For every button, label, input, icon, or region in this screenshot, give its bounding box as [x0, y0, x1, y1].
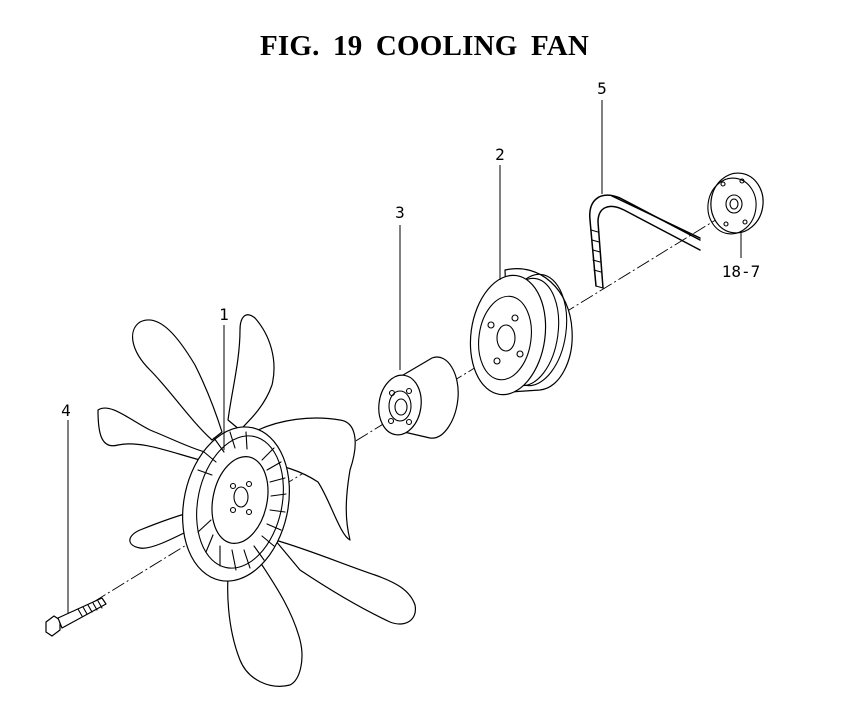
callout-1: 1: [219, 305, 229, 324]
callout-18-7: 18-7: [722, 262, 761, 281]
callout-2: 2: [495, 145, 505, 164]
callout-labels: 1 2 3 4 5 18-7: [61, 79, 760, 420]
part-1-cooling-fan: [97, 314, 417, 687]
part-18-7-flange: [707, 172, 764, 235]
leader-lines: [67, 100, 742, 614]
part-4-bolt: [45, 597, 107, 637]
part-3-spacer: [378, 356, 459, 439]
part-5-v-belt: [589, 194, 701, 289]
callout-3: 3: [395, 203, 405, 222]
callout-4: 4: [61, 401, 71, 420]
part-2-pulley: [469, 268, 573, 396]
callout-5: 5: [597, 79, 607, 98]
page-title: FIG. 19 COOLING FAN: [260, 30, 589, 62]
